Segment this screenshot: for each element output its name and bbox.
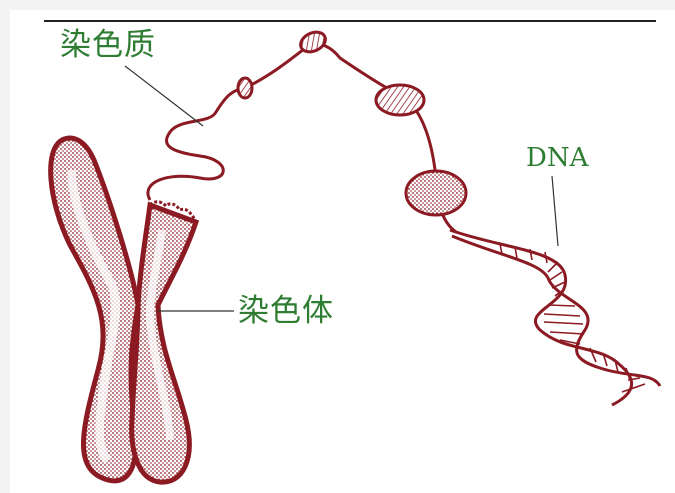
bead-3 xyxy=(374,83,426,117)
chromatin-beads xyxy=(236,30,468,217)
dna-strand-b xyxy=(451,234,662,387)
chromatid-frayed-end xyxy=(149,200,198,223)
label-dna: DNA xyxy=(526,143,589,173)
label-chromosome: 染色体 xyxy=(238,293,334,329)
chromatid-right xyxy=(129,201,200,485)
chromatid-right-highlight xyxy=(145,229,174,441)
chromatid-left xyxy=(48,135,141,484)
chromatid-left-highlight xyxy=(67,169,120,464)
leader-line-chromatin xyxy=(124,65,204,127)
bead-4 xyxy=(404,169,468,217)
leader-line-dna xyxy=(551,175,559,247)
chromosome xyxy=(48,135,200,485)
dna-strand-a xyxy=(449,228,634,407)
label-chromatin: 染色质 xyxy=(60,27,156,63)
bead-2 xyxy=(299,30,327,54)
bead-1 xyxy=(236,76,254,100)
top-rule xyxy=(44,20,656,22)
dna-helix xyxy=(449,228,662,407)
dna-base-pairs xyxy=(499,243,646,393)
